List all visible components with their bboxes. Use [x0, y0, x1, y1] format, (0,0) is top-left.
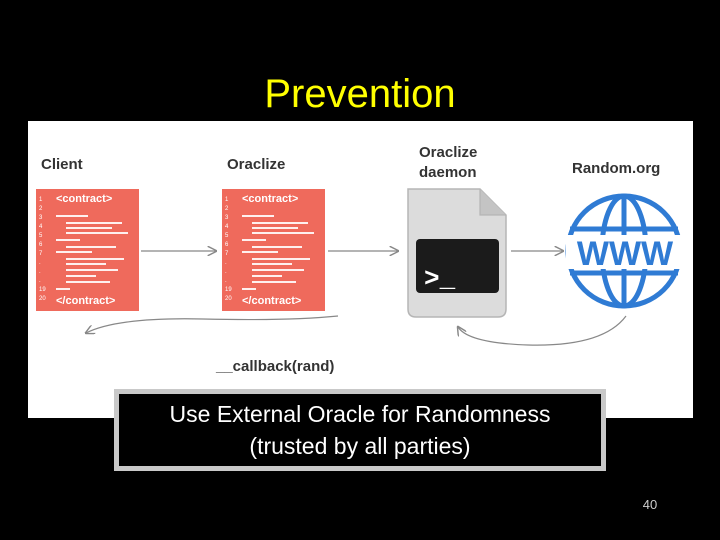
oraclize-contract-card: 1 2 3 4 5 6 7 . . . 19 20 <contract> </c…	[222, 189, 325, 311]
line-number: 5	[225, 233, 229, 239]
note-line-1: Use External Oracle for Randomness	[169, 401, 551, 427]
slide-title: Prevention	[264, 72, 456, 116]
line-number: 6	[225, 242, 229, 248]
terminal-prompt: >_	[424, 264, 456, 294]
line-number: .	[39, 269, 41, 275]
line-number: .	[225, 260, 227, 266]
line-number: 3	[39, 215, 43, 221]
line-number: .	[39, 260, 41, 266]
www-text: WWW	[577, 235, 674, 273]
line-number: .	[225, 269, 227, 275]
contract-close-tag: </contract>	[56, 295, 116, 307]
diagram-panel: Client Oraclize Oraclize daemon Random.o…	[28, 121, 693, 418]
client-label: Client	[41, 156, 83, 173]
line-number: 3	[225, 215, 229, 221]
contract-open-tag: <contract>	[242, 193, 299, 205]
line-number: 1	[39, 197, 43, 203]
line-number: 2	[225, 206, 229, 212]
line-number: 1	[225, 197, 229, 203]
terminal-file-icon	[407, 188, 507, 318]
line-number: 7	[39, 251, 43, 257]
line-number: .	[39, 278, 41, 284]
note-line-2: (trusted by all parties)	[249, 433, 471, 459]
note-box: Use External Oracle for Randomness (trus…	[114, 389, 606, 471]
arrow-callback-to-client	[86, 315, 339, 333]
line-number: 20	[39, 296, 46, 302]
line-number: 4	[39, 224, 43, 230]
line-number: 4	[225, 224, 229, 230]
line-number: .	[225, 278, 227, 284]
callback-label: __callback(rand)	[215, 358, 334, 375]
random-org-label: Random.org	[572, 160, 661, 177]
line-number: 19	[225, 287, 232, 293]
contract-close-tag: </contract>	[242, 295, 302, 307]
line-number: 7	[225, 251, 229, 257]
daemon-label-line2: daemon	[419, 164, 477, 181]
arrow-random-to-daemon	[458, 315, 627, 346]
line-number: 5	[39, 233, 43, 239]
line-number: 19	[39, 287, 46, 293]
diagram-graphics: >_ WWW __callback(rand)	[28, 188, 684, 375]
client-contract-card: 1 2 3 4 5 6 7 . . . 19 20 <contract> </c…	[36, 189, 139, 311]
daemon-label-line1: Oraclize	[419, 144, 478, 161]
oraclize-label: Oraclize	[227, 156, 286, 173]
page-number: 40	[642, 497, 658, 512]
line-number: 6	[39, 242, 43, 248]
line-number: 2	[39, 206, 43, 212]
contract-open-tag: <contract>	[56, 193, 113, 205]
line-number: 20	[225, 296, 232, 302]
